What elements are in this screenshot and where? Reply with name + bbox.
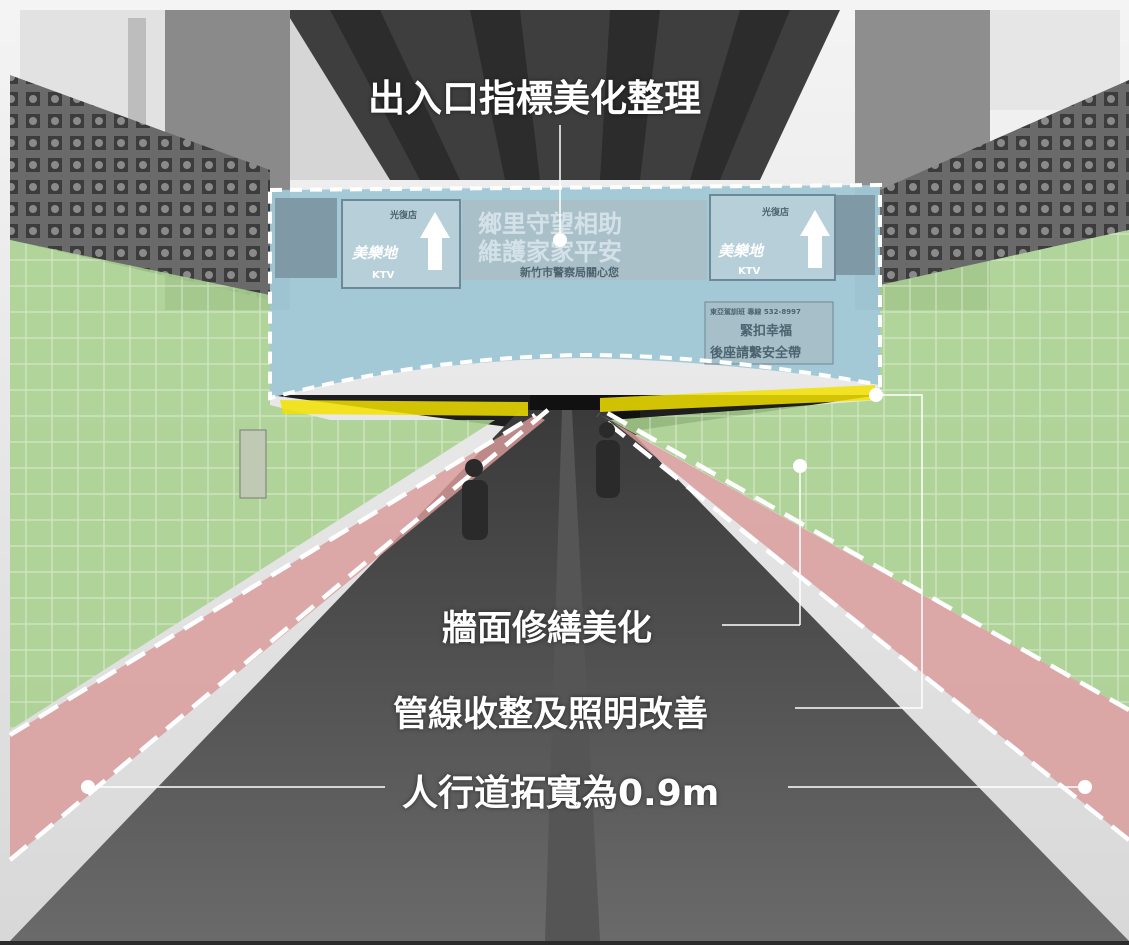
sign-left-logo: 美樂地: [352, 244, 399, 262]
leader-lines: [88, 125, 1085, 788]
marker-dot-lighting: [869, 388, 883, 402]
arrow-up-right-icon: [800, 210, 830, 268]
sign-left-shop-tag: 光復店: [389, 209, 417, 221]
marker-dot-wall: [793, 459, 807, 473]
driving-school-ad: [704, 301, 834, 365]
sign-center-line2: 維護家家平安: [478, 238, 622, 266]
sign-ad-line2: 後座請繫安全帶: [710, 345, 801, 361]
lattice-wall-left: [10, 75, 270, 300]
marker-dot-sign: [553, 233, 567, 247]
building-right: [990, 10, 1120, 110]
entrance-signboard: 光復店 美樂地 KTV 鄉里守望相助 維護家家平安 新竹市警察局關心您 光復店 …: [268, 182, 882, 401]
label-pipes-lighting: 管線收整及照明改善: [393, 695, 709, 735]
road-center-line: [545, 410, 600, 941]
police-banner: [462, 200, 707, 280]
sign-left-ktv: KTV: [372, 270, 395, 281]
sign-right-logo: 美樂地: [718, 242, 765, 260]
sign-right-shop-tag: 光復店: [761, 206, 789, 218]
marker-dots: [81, 233, 1092, 794]
lighting-strip-right: [600, 385, 875, 412]
sign-right-ktv: KTV: [738, 266, 761, 277]
sign-center-sub: 新竹市警察局關心您: [520, 265, 619, 279]
label-entrance-sign: 出入口指標美化整理: [368, 77, 701, 120]
motorcycles: [462, 422, 620, 540]
marker-dot-sidewalk-left: [81, 780, 95, 794]
wall-utility-box: [239, 429, 267, 499]
arrow-up-left-icon: [420, 212, 450, 270]
marker-dot-sidewalk-right: [1078, 780, 1092, 794]
sign-ad-line1: 緊扣幸福: [740, 323, 792, 339]
label-sidewalk: 人行道拓寬為0.9m: [402, 773, 720, 814]
lattice-wall-right: [880, 80, 1129, 285]
sidewalk-overlay: [8, 408, 1129, 862]
lighting-strip-left: [280, 400, 528, 416]
label-wall-repair: 牆面修繕美化: [442, 609, 653, 649]
sign-center-line1: 鄉里守望相助: [478, 210, 622, 238]
sign-ad-small: 東亞駕訓班 專線 532-8997: [710, 307, 801, 316]
